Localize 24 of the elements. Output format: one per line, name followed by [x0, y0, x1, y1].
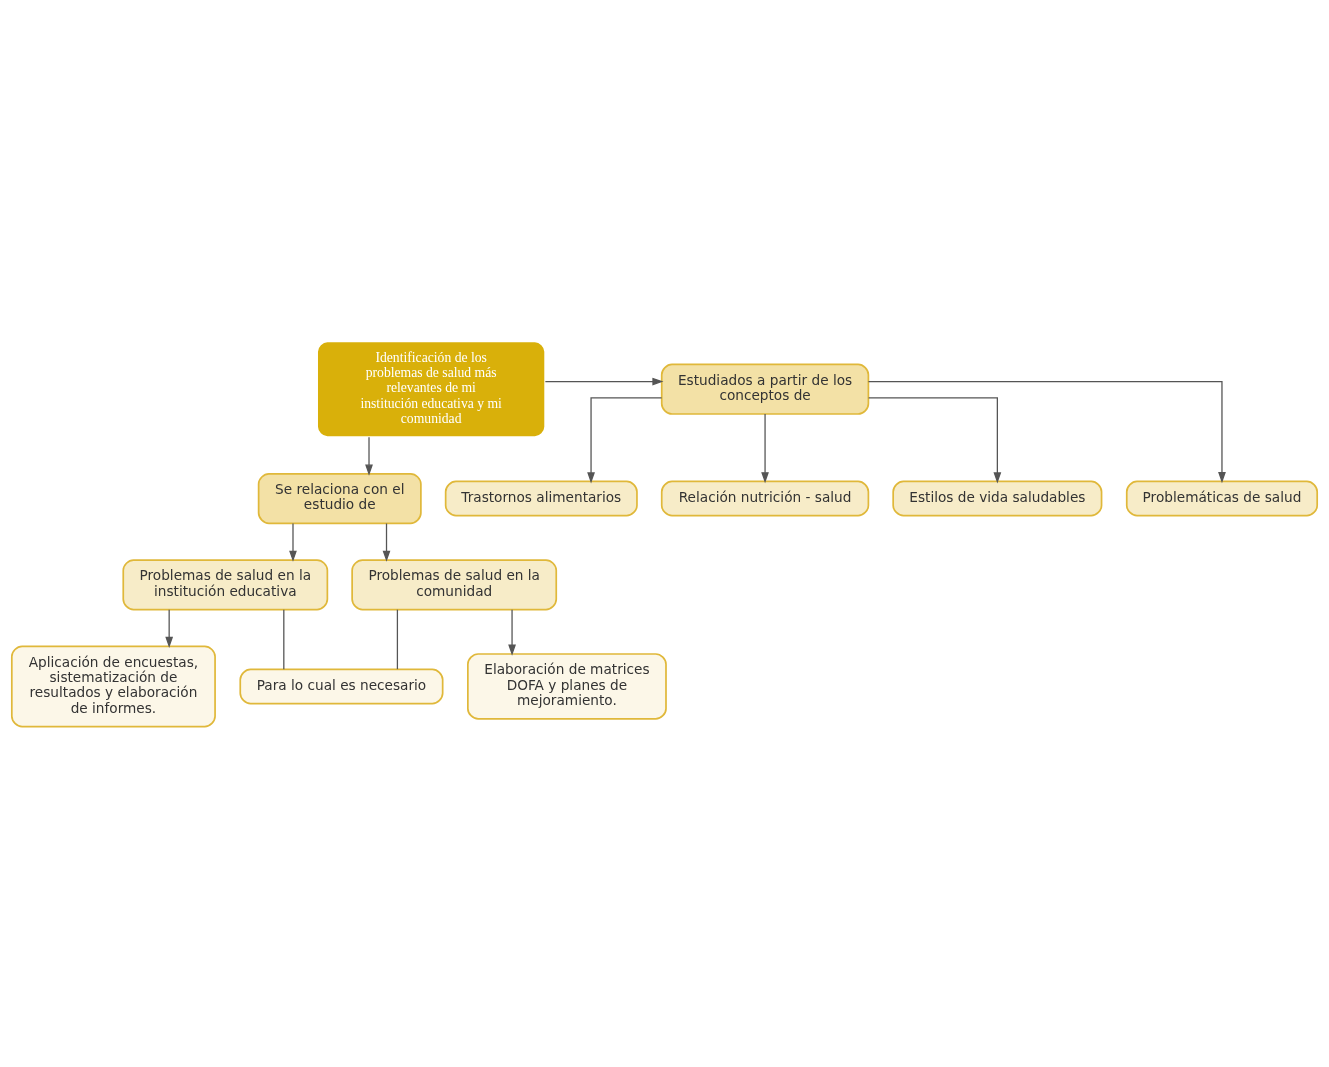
- arrow: [867, 380, 1226, 483]
- node-box: Problemáticas de salud: [1125, 480, 1319, 516]
- node-box: Identificación de los problemas de salud más relevantes de mi institución educativa y mi comunidad: [316, 340, 546, 438]
- arrow: [165, 608, 174, 648]
- node-box: Elaboración de matrices DOFA y planes de mejoramiento.: [467, 652, 667, 720]
- arrow: [382, 522, 391, 562]
- arrow: [761, 412, 769, 483]
- node-box: Problemas de salud en la institución educativa: [122, 558, 329, 610]
- arrow: [868, 396, 1002, 483]
- node-box: Problemas de salud en la comunidad: [351, 558, 558, 610]
- connector: [396, 608, 399, 670]
- node-box: Se relaciona con el estudio de: [257, 472, 422, 524]
- node-box: Relación nutrición - salud: [660, 480, 870, 516]
- connector: [283, 608, 285, 670]
- arrow: [289, 522, 297, 562]
- arrow: [587, 396, 663, 483]
- node-box: Estudiados a partir de los conceptos de: [660, 363, 870, 415]
- arrow: [365, 436, 373, 476]
- node-box: Estilos de vida saludables: [892, 480, 1103, 516]
- node-box: Para lo cual es necesario: [239, 668, 444, 704]
- arrow: [508, 608, 516, 656]
- arrow: [544, 377, 664, 385]
- node-box: Trastornos alimentarios: [444, 480, 638, 516]
- node-box: Aplicación de encuestas, sistematización de resultados y elaboración de informes.: [10, 644, 216, 727]
